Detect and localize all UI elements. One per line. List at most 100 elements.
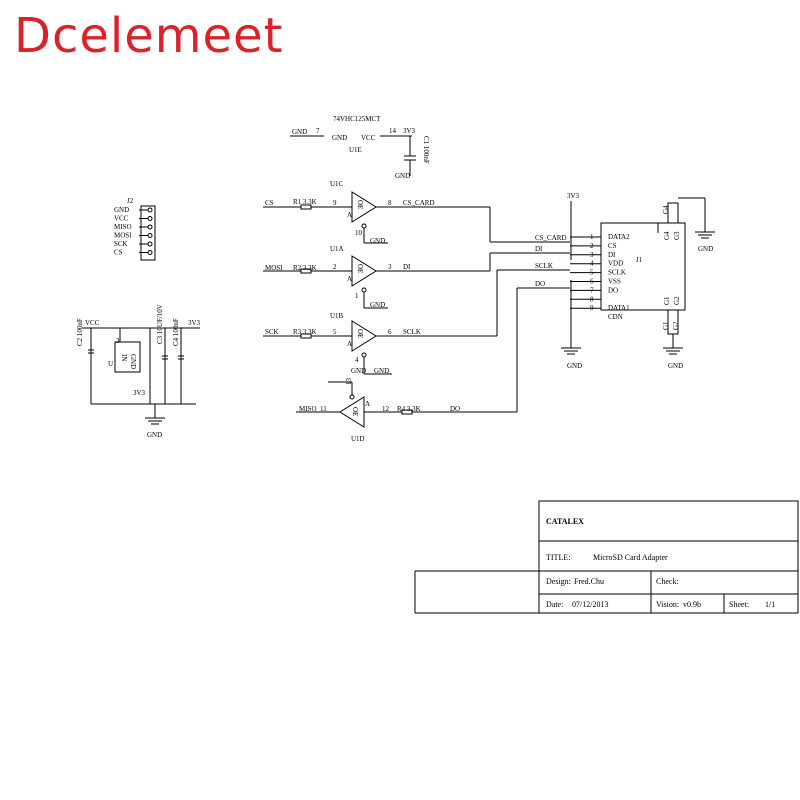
- title-block: CATALEX TITLE: MicroSD Card Adapter Desi…: [414, 500, 799, 614]
- u1d-oe-label: OE: [351, 407, 359, 416]
- j1-vcc-net: 3V3: [567, 192, 580, 200]
- u1e-gnd-net: GND: [292, 128, 307, 136]
- j1-g-mid-a: G1: [663, 296, 671, 305]
- u1a-output-net: DI: [403, 263, 411, 271]
- u1b-oe-pin: 4: [355, 356, 359, 364]
- j1-g-mid-b: G2: [673, 296, 681, 305]
- u1d-output-pin: 11: [320, 405, 327, 413]
- u1a-a-label: A: [347, 275, 352, 283]
- j2-pin-label: MOSI: [114, 232, 132, 240]
- j2-pin-label: VCC: [114, 215, 129, 223]
- j1-pin-name: VSS: [608, 278, 621, 286]
- j1-ref: J1: [636, 256, 643, 264]
- u1b-a-label: A: [347, 340, 352, 348]
- u1c-input-net: CS: [265, 199, 274, 207]
- u1a-oe-label: OE: [356, 264, 364, 273]
- u1a-ref: U1A: [330, 245, 344, 253]
- j1-g-top-c: G4: [663, 231, 671, 240]
- tb-sheet: 1/1: [765, 600, 775, 609]
- tb-designer: Fred.Chu: [574, 577, 604, 586]
- j2-pin-label: SCK: [114, 240, 128, 248]
- j1-net-sclk: SCLK: [535, 262, 553, 270]
- u1a-output-pin: 3: [388, 263, 392, 271]
- u1c-ref: U1C: [330, 180, 344, 188]
- u1b-output-pin: 6: [388, 328, 392, 336]
- regulator-section: VCC 3V3 C2 100nF U IN GND 3 C3 10UF/10V …: [76, 304, 201, 439]
- u1e-cap-gnd: GND: [395, 172, 410, 180]
- reg-c3: C3 10UF/10V: [156, 304, 164, 344]
- u1b-output-net: SCLK: [403, 328, 421, 336]
- u1b-resistor: R3 3.3K: [293, 328, 317, 336]
- j1-g-top-a: G4: [662, 205, 670, 214]
- reg-in: IN: [120, 354, 128, 361]
- tb-title-label: TITLE:: [546, 553, 570, 562]
- j1-net-cs: CS_CARD: [535, 234, 567, 242]
- u1a-input-pin: 2: [333, 263, 337, 271]
- j1-pin-name: DATA2: [608, 233, 630, 241]
- u1c-oe-label: OE: [356, 200, 364, 209]
- reg-vcc: VCC: [85, 319, 100, 327]
- reg-pin3: 3: [116, 337, 120, 345]
- tb-design-label: Design:: [546, 577, 571, 586]
- u1e-vcc-pin: 14: [389, 127, 397, 135]
- tb-version-label: Vision:: [656, 600, 679, 609]
- j1-pin-name: CDN: [608, 313, 623, 321]
- u1b-input-pin: 5: [333, 328, 337, 336]
- u1d-buffer: 13 OE A U1D MISO 11 12 R4 3.3K DO: [296, 378, 517, 443]
- j2-pin-label: GND: [114, 206, 129, 214]
- reg-ground: GND: [147, 431, 162, 439]
- tb-company: CATALEX: [546, 517, 584, 526]
- j1-pin-name: CS: [608, 242, 617, 250]
- tb-sheet-label: Sheet:: [729, 600, 749, 609]
- reg-u: U: [108, 360, 113, 368]
- u1b-gnd-2: GND: [374, 367, 389, 375]
- tb-version: v0.9b: [683, 600, 701, 609]
- u1e-ref: U1E: [349, 146, 362, 154]
- j1-pin-name: DI: [608, 251, 616, 259]
- u1d-oe-pin: 13: [345, 378, 353, 386]
- u1a-resistor: R2 3.3K: [293, 264, 317, 272]
- u1d-ref: U1D: [351, 435, 365, 443]
- u1e-vcc-net: 3V3: [403, 127, 416, 135]
- u1d-resistor: R4 3.3K: [397, 405, 421, 413]
- j1-net-do: DO: [535, 280, 545, 288]
- j1-pin-number: 3: [590, 251, 594, 259]
- u1d-input-pin: 12: [382, 405, 390, 413]
- j2-ref: J2: [127, 197, 134, 205]
- j1-g-bot-b: G2: [672, 321, 680, 330]
- tb-title: MicroSD Card Adapter: [593, 553, 668, 562]
- j1-pin-name: DO: [608, 286, 618, 294]
- j1-pin-number: 8: [590, 295, 594, 303]
- u1e-part-number: 74VHC125MCT: [333, 115, 381, 123]
- tb-date-label: Date:: [546, 600, 563, 609]
- j1-gnd-1: GND: [567, 362, 582, 370]
- j1-net-di: DI: [535, 245, 543, 253]
- j1-gnd-2: GND: [698, 245, 713, 253]
- u1d-input-net: DO: [450, 405, 460, 413]
- j1-pin-number: 9: [590, 304, 594, 312]
- j1-pin-name: DATA1: [608, 304, 630, 312]
- tb-check-label: Check:: [656, 577, 679, 586]
- j1-pin-number: 6: [590, 278, 594, 286]
- u1d-output-net: MISO: [299, 405, 317, 413]
- j2-pin-label: MISO: [114, 223, 132, 231]
- u1c-gnd: GND: [370, 237, 385, 245]
- u1e-gnd-pin: 7: [316, 127, 320, 135]
- u1a-oe-pin: 1: [355, 292, 359, 300]
- u1c-input-pin: 9: [333, 199, 337, 207]
- u1c-output-net: CS_CARD: [403, 199, 435, 207]
- u1b-input-net: SCK: [265, 328, 279, 336]
- u1a-input-net: MOSI: [265, 264, 283, 272]
- reg-c2: C2 100nF: [76, 318, 84, 346]
- u1e-power-unit: 74VHC125MCT GND 7 GND VCC 14 3V3 U1E C1 …: [290, 115, 430, 180]
- reg-gnd: GND: [129, 354, 137, 369]
- u1a-buffer: U1A MOSI R2 3.3K 2 OE A 1 GND 3 DI: [263, 245, 490, 309]
- j1-pin-number: 1: [590, 233, 594, 241]
- j1-pin-number: 2: [590, 242, 594, 250]
- j2-pin-label: CS: [114, 249, 123, 257]
- u1d-a-label: A: [365, 400, 370, 408]
- u1c-a-label: A: [347, 211, 352, 219]
